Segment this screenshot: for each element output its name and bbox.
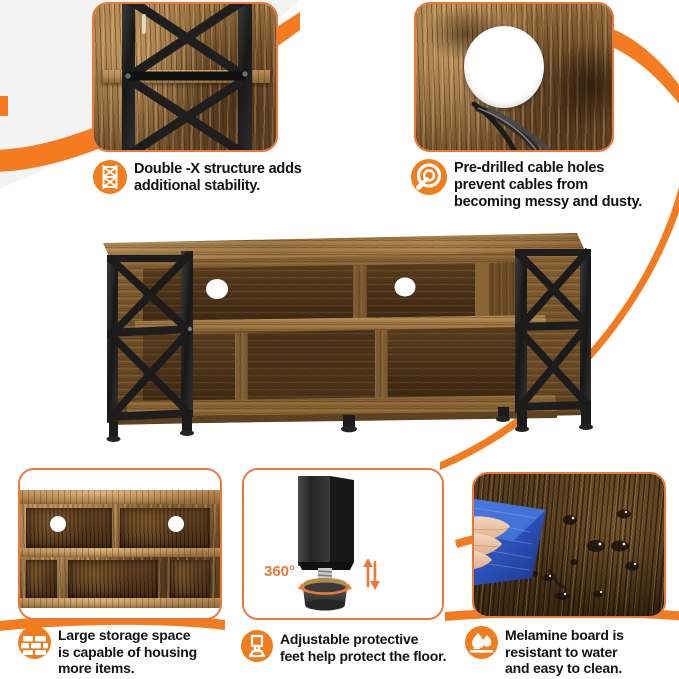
- adjustable-foot: [106, 436, 121, 442]
- caption-storage-line2: is capable of housing: [58, 643, 197, 660]
- hero-cable-hole-right: [394, 277, 416, 297]
- adjustable-foot: [515, 426, 529, 432]
- hero-cable-hole-left: [206, 279, 228, 299]
- adjustable-foot: [180, 430, 194, 436]
- caption-melamine-line3: and easy to clean.: [505, 660, 623, 676]
- cables-graphic: [471, 101, 551, 150]
- caption-melamine: Melamine board is resistant to water and…: [465, 626, 675, 677]
- caption-storage: Large storage space is capable of housin…: [18, 626, 233, 677]
- cable-hole-ring-icon: [411, 159, 447, 195]
- caption-adjustable-feet: Adjustable protective feet help protect …: [241, 630, 456, 664]
- brick-storage-icon-glyph: [21, 636, 48, 655]
- caption-storage-line1: Large storage space: [58, 627, 191, 643]
- caption-melamine-line1: Melamine board is: [505, 627, 624, 643]
- caption-melamine-line2: resistant to water: [505, 643, 618, 660]
- tv-stand-graphic: [103, 233, 593, 442]
- caption-cable-holes-line1: Pre-drilled cable holes: [454, 160, 605, 176]
- adjustable-foot: [579, 424, 593, 430]
- caption-storage-line3: more items.: [58, 660, 135, 676]
- adjustable-foot-icon-glyph: [248, 634, 266, 658]
- panel-storage-photo: [18, 468, 222, 620]
- left-double-x-frame: [106, 251, 194, 442]
- caption-double-x-line2: additional stability.: [134, 178, 261, 194]
- water-droplet-icon-glyph: [470, 633, 493, 653]
- caption-double-x-line1: Double -X structure adds: [134, 161, 302, 177]
- blue-cloth-graphic: [474, 498, 546, 586]
- storage-cable-hole-left: [50, 516, 66, 532]
- panel-adjustable-foot-photo: 360°: [242, 468, 444, 620]
- adjustable-foot-graphic: [298, 476, 380, 611]
- water-droplet-icon: [465, 626, 498, 659]
- adjustable-foot-icon: [241, 630, 273, 662]
- brick-storage-icon: [18, 626, 51, 659]
- double-x-frame-icon-glyph: [102, 165, 118, 189]
- cable-hole-opening: [464, 26, 544, 108]
- cable-hole-ring-icon-glyph: [416, 163, 442, 190]
- caption-cable-holes: Pre-drilled cable holes prevent cables f…: [411, 159, 679, 211]
- panel-cable-hole-photo: [414, 2, 614, 152]
- caption-cable-holes-line2: prevent cables from: [454, 177, 588, 193]
- double-x-frame-icon: [93, 160, 127, 194]
- storage-cable-hole-right: [168, 516, 184, 532]
- caption-adjustable-feet-line2: feet help protect the floor.: [280, 647, 447, 664]
- caption-double-x: Double -X structure adds additional stab…: [93, 160, 393, 195]
- panel-melamine-photo: [472, 472, 666, 618]
- double-x-brace-graphic: [123, 4, 251, 150]
- panel-double-x-photo: [92, 2, 278, 152]
- water-droplets-graphic: [530, 509, 639, 600]
- rotation-360-label: 360°: [264, 563, 296, 580]
- caption-cable-holes-line3: becoming messy and dusty.: [454, 194, 643, 210]
- caption-adjustable-feet-line1: Adjustable protective: [280, 631, 419, 647]
- tv-stand-hero-photo: [85, 225, 595, 445]
